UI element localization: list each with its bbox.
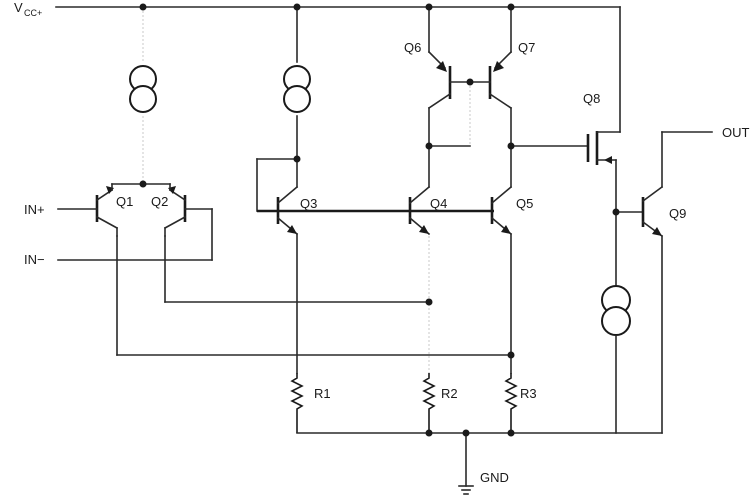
- transistor-q9: [615, 131, 713, 434]
- q9-label: Q9: [669, 206, 686, 221]
- r2-label: R2: [441, 386, 458, 401]
- in-minus-label: IN−: [24, 252, 45, 267]
- current-source-1: [129, 7, 157, 183]
- r3-label: R3: [520, 386, 537, 401]
- transistor-q5: [490, 145, 513, 374]
- q5-label: Q5: [516, 196, 533, 211]
- ground-rail: [296, 432, 663, 487]
- q6-label: Q6: [404, 40, 421, 55]
- transistor-q3: [256, 158, 299, 374]
- transistor-q7: [488, 6, 513, 147]
- transistor-q4: [408, 145, 471, 373]
- current-source-3: [601, 285, 631, 434]
- transistor-q8: [510, 131, 621, 293]
- q3-label: Q3: [300, 196, 317, 211]
- q2-label: Q2: [151, 194, 168, 209]
- q4-label: Q4: [430, 196, 447, 211]
- current-source-2: [283, 6, 311, 188]
- resistor-r2: [422, 373, 436, 433]
- vcc-label: V CC+: [14, 0, 42, 18]
- vcc-label-sub: CC+: [24, 8, 42, 18]
- mirror-base-link: [449, 81, 491, 146]
- q8-label: Q8: [583, 91, 600, 106]
- r1-label: R1: [314, 386, 331, 401]
- transistor-q6: [427, 6, 452, 147]
- out-label: OUT: [722, 125, 750, 140]
- q1-label: Q1: [116, 194, 133, 209]
- resistor-r3: [504, 373, 518, 433]
- q7-label: Q7: [518, 40, 535, 55]
- junction-dots: [139, 3, 620, 437]
- gnd-label: GND: [480, 470, 509, 485]
- in-plus-label: IN+: [24, 202, 45, 217]
- transistor-q1: [95, 186, 119, 237]
- resistor-r1: [290, 373, 304, 433]
- vcc-label-main: V: [14, 0, 23, 15]
- vcc-rail: [55, 6, 621, 133]
- ground-symbol: [458, 485, 474, 495]
